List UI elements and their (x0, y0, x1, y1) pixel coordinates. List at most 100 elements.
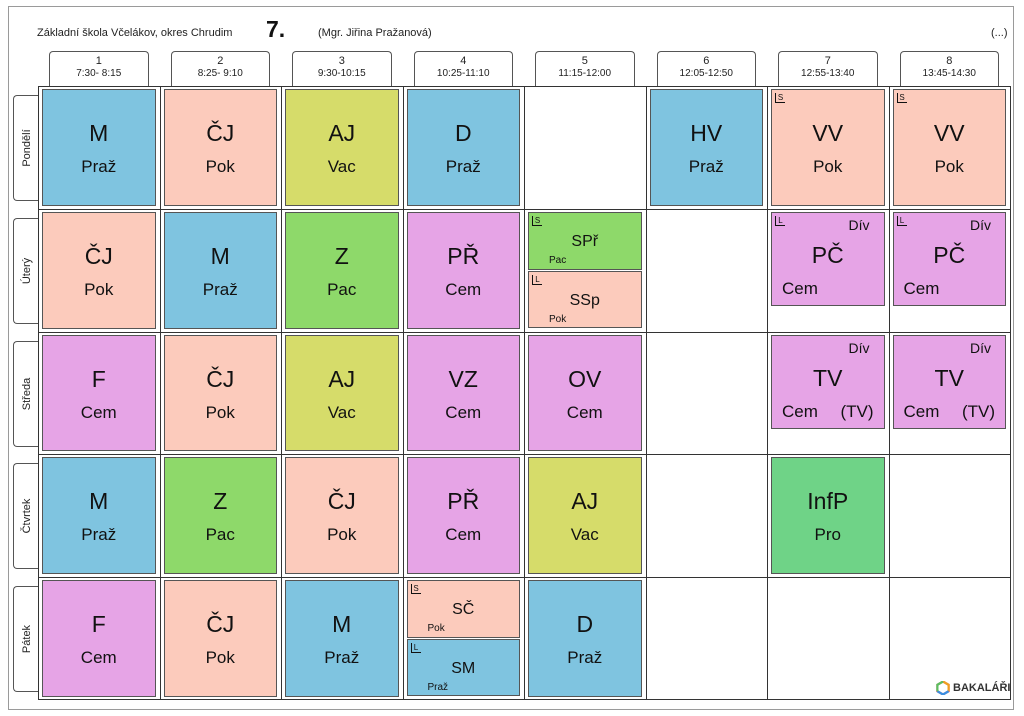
lesson-subject: AJ (328, 120, 356, 146)
lesson-subject: D (576, 611, 594, 638)
more-info: (...) (991, 27, 1008, 39)
lesson-teacher: Pok (327, 525, 357, 545)
lesson-cell[interactable]: ČJ Pok (163, 89, 277, 206)
lesson-teacher: Cem (903, 278, 940, 298)
lesson-cell[interactable]: PŘ Cem (406, 457, 520, 575)
bakalari-logo: BAKALÁŘI (936, 680, 1010, 696)
lesson-teacher: Cem (80, 648, 117, 668)
lesson-subject: SSp (569, 291, 600, 309)
period-time: 8:25- 9:10 (197, 68, 243, 79)
lesson-teacher: Cem (445, 279, 482, 299)
grid-column-line (160, 86, 161, 700)
period-number: 5 (581, 55, 588, 67)
day-label-4: Čtvrtek (13, 463, 39, 570)
lesson-teacher: Pac (549, 254, 567, 266)
lesson-teacher: Pok (205, 648, 235, 668)
lesson-teacher: Cem (445, 525, 482, 545)
lesson-teacher: Pac (327, 279, 357, 299)
lesson-room: Dív (970, 216, 991, 233)
class-teacher: (Mgr. Jiřina Pražanová) (318, 27, 432, 39)
period-number: 8 (946, 55, 953, 67)
grid-column-line (889, 86, 890, 700)
grid-row-line (38, 209, 1011, 210)
period-number: 7 (824, 55, 831, 67)
lesson-teacher: Praž (202, 279, 238, 299)
lesson-teacher: Cem (80, 402, 117, 422)
period-time: 12:05-12:50 (679, 68, 733, 79)
lesson-subject: SPř (571, 232, 599, 250)
lesson-teacher: Pro (814, 525, 841, 545)
period-time: 9:30-10:15 (317, 68, 366, 79)
day-name: Čtvrtek (20, 498, 33, 534)
grid-row-line (38, 577, 1011, 578)
lesson-cell[interactable]: M Praž (163, 211, 277, 329)
group-marker: L (775, 215, 785, 226)
period-number: 4 (460, 55, 467, 67)
lesson-teacher: Praž (445, 157, 481, 176)
school-name: Základní škola Včelákov, okres Chrudim (37, 27, 233, 39)
day-name: Středa (20, 377, 33, 410)
lesson-subject: ČJ (206, 120, 235, 146)
lesson-room-secondary: (TV) (961, 401, 995, 421)
group-marker: S (775, 93, 785, 103)
lesson-subject: TV (934, 364, 964, 391)
lesson-teacher: Pok (84, 279, 114, 299)
lesson-subject: M (210, 242, 230, 269)
day-name: Pátek (20, 625, 33, 654)
lesson-room: Dív (848, 339, 870, 356)
day-label-5: Pátek (13, 586, 39, 693)
day-label-1: Pondělí (13, 95, 39, 201)
grid-column-line (281, 86, 282, 700)
grid-column-line (767, 86, 768, 700)
lesson-subject: M (332, 611, 352, 638)
lesson-subject: OV (568, 365, 602, 392)
day-name: Úterý (20, 257, 33, 284)
lesson-subject: HV (690, 120, 723, 146)
period-time: 11:15-12:00 (558, 68, 612, 79)
lesson-subject: M (89, 120, 109, 146)
lesson-subject: VV (933, 120, 965, 146)
lesson-subject: PŘ (447, 488, 480, 515)
lesson-teacher: Pok (205, 157, 235, 176)
lesson-subject: PČ (811, 241, 844, 268)
lesson-subject: SČ (452, 601, 475, 619)
lesson-teacher: Pok (934, 157, 964, 176)
grid-column-line (646, 86, 647, 700)
day-label-3: Středa (13, 340, 39, 447)
